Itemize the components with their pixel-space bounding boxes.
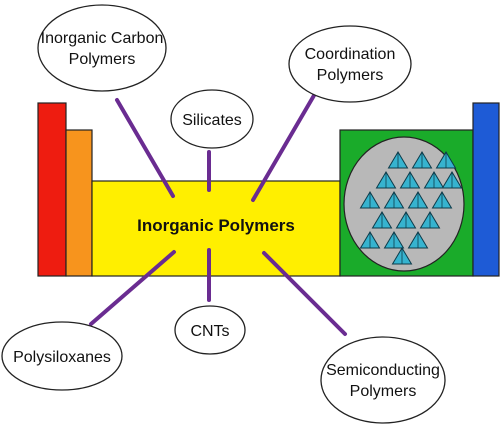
bubble-ellipse (170, 89, 254, 149)
bubble-label-line: Inorganic Carbon (41, 30, 164, 47)
bubble-label-line: Polymers (317, 67, 384, 84)
bubble-label-line: Polymers (69, 51, 136, 68)
connector-lines (89, 90, 347, 336)
bubble-label-line: Semiconducting (326, 362, 440, 379)
bubble-label-line: Coordination (305, 46, 396, 63)
bubble-ellipse (288, 25, 412, 103)
silicate-network-icon (359, 151, 463, 265)
bubble-silicates: Silicates (170, 89, 254, 149)
yellow-band (91, 180, 341, 277)
bubble-ellipse (320, 336, 446, 424)
bubble-label-line: Polymers (350, 383, 417, 400)
bubble-ellipse (1, 321, 123, 391)
bubble-label-line: Polysiloxanes (13, 349, 111, 366)
connector-semiconducting (262, 251, 347, 336)
orange-column (65, 129, 93, 277)
center-label: Inorganic Polymers (137, 216, 295, 235)
bubble-label-line: Silicates (182, 112, 242, 129)
bubble-ellipse (37, 4, 167, 92)
bubble-cnts: CNTs (174, 305, 246, 355)
bubble-polysiloxanes: Polysiloxanes (1, 321, 123, 391)
bubble-ellipse (174, 305, 246, 355)
inset-circle (343, 136, 465, 272)
bubble-inorganic-carbon-polymers: Inorganic Carbon Polymers (37, 4, 167, 92)
connector-inorganic-carbon (115, 98, 175, 198)
bubble-semiconducting-polymers: Semiconducting Polymers (320, 336, 446, 424)
bubble-label-line: CNTs (190, 323, 229, 340)
connector-coordination (251, 90, 318, 202)
blue-column (472, 102, 500, 277)
bubble-coordination-polymers: Coordination Polymers (288, 25, 412, 103)
red-column (37, 102, 67, 277)
connector-polysiloxanes (89, 250, 176, 326)
